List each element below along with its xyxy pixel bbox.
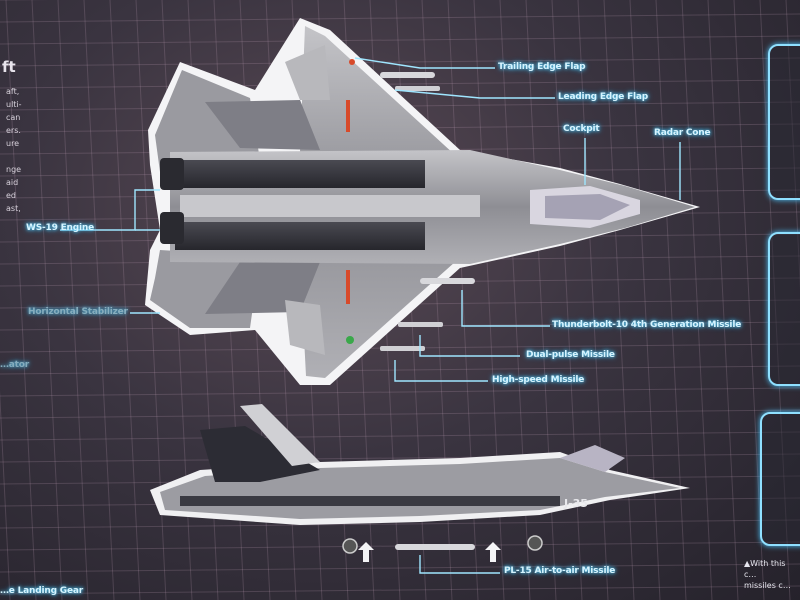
leader-thunderbolt xyxy=(461,290,550,327)
side-view-jet xyxy=(150,404,690,562)
grid-line xyxy=(0,431,800,441)
grid-line xyxy=(0,35,800,45)
nose-landing-gear xyxy=(527,535,543,551)
grid-line xyxy=(0,409,800,419)
trailing-edge-flap-lower xyxy=(285,300,325,355)
red-marking-upper xyxy=(346,100,350,132)
missile-upper-2 xyxy=(395,86,440,91)
green-light xyxy=(346,336,354,344)
missile-lower-3 xyxy=(380,346,425,351)
leader-trailing-edge xyxy=(354,57,495,69)
missile-lower-2 xyxy=(398,322,443,327)
grid-line xyxy=(0,79,800,89)
label-high-speed-missile: High-speed Missile xyxy=(492,375,585,385)
leader-engine-upper xyxy=(60,189,160,231)
grid-line xyxy=(0,389,11,600)
label-landing-gear: …e Landing Gear xyxy=(0,586,83,596)
grid-line xyxy=(0,387,800,397)
right-panel-middle xyxy=(768,232,800,386)
grid-line xyxy=(5,0,37,600)
arrow-up-icon xyxy=(358,542,374,562)
right-note-line2: missiles c… xyxy=(744,581,791,590)
label-dual-pulse-missile: Dual-pulse Missile xyxy=(526,350,615,360)
engine-nozzle-upper xyxy=(160,158,184,190)
side-vertical-tail-rear xyxy=(240,404,320,466)
leader-high-speed xyxy=(394,360,488,382)
grid-line xyxy=(0,563,800,573)
grid-line xyxy=(83,0,115,600)
left-paragraph-line: aid xyxy=(6,178,19,187)
grid-line xyxy=(681,0,713,600)
grid-line xyxy=(655,0,687,600)
label-cockpit: Cockpit xyxy=(563,124,600,134)
left-paragraph-line: ulti- xyxy=(6,100,22,109)
red-light xyxy=(349,59,355,65)
engine-nozzle-lower xyxy=(160,212,184,244)
cockpit-glass xyxy=(545,194,630,220)
grid-line xyxy=(629,0,661,600)
label-horizontal-stabilizer: Horizontal Stabilizer xyxy=(28,307,128,317)
leader-pl15 xyxy=(419,555,500,574)
grid-line xyxy=(0,585,800,595)
grid-line xyxy=(0,57,800,67)
center-spine xyxy=(180,195,480,217)
left-paragraph-line: ers. xyxy=(6,126,21,135)
engine-bay-upper xyxy=(175,160,425,188)
right-panel-top xyxy=(768,44,800,200)
horizontal-stabilizer-upper xyxy=(155,70,260,172)
top-view-jet xyxy=(145,18,700,385)
pl15-missile-shape xyxy=(395,544,475,550)
label-engine: WS-19 Engine xyxy=(26,223,94,233)
red-marking-lower xyxy=(346,270,350,304)
grid-line xyxy=(733,0,765,600)
vertical-tail-upper xyxy=(205,100,320,150)
side-canopy xyxy=(560,445,625,472)
grid-line xyxy=(0,365,800,375)
missile-lower-1 xyxy=(420,278,475,284)
label-pl15-missile: PL-15 Air-to-air Missile xyxy=(504,566,616,576)
label-trailing-edge-flap: Trailing Edge Flap xyxy=(498,62,586,72)
right-panel-bottom xyxy=(760,412,800,546)
right-note-line1: ▲With this c… xyxy=(744,559,786,579)
side-marking: J-35 xyxy=(564,497,588,510)
left-paragraph-fragment: aft, ulti-can ers. ure nge aid ed ast, xyxy=(6,85,22,215)
grid-line xyxy=(0,13,800,23)
right-note: ▲With this c… missiles c… xyxy=(744,558,800,591)
trailing-edge-flap xyxy=(285,45,330,100)
left-paragraph-line: nge xyxy=(6,165,22,174)
grid-line xyxy=(109,0,141,600)
engine-bay-lower xyxy=(175,222,425,250)
grid-line xyxy=(57,0,89,600)
grid-line xyxy=(31,0,63,600)
label-left-partial: …ator xyxy=(0,360,29,370)
left-paragraph-line: aft, xyxy=(6,87,20,96)
grid-line xyxy=(0,453,800,463)
left-heading-fragment: ft xyxy=(2,58,16,76)
left-paragraph-line: ure xyxy=(6,139,20,148)
left-paragraph-line: ed xyxy=(6,191,16,200)
side-vertical-tail xyxy=(200,426,320,482)
callout-lines xyxy=(60,57,681,574)
arrow-up-icon xyxy=(485,542,501,562)
missile-upper-1 xyxy=(380,72,435,78)
main-landing-gear xyxy=(342,538,358,554)
label-radar-cone: Radar Cone xyxy=(654,128,711,138)
grid-line xyxy=(0,519,800,529)
grid-line xyxy=(707,0,739,600)
left-paragraph-line: can xyxy=(6,113,21,122)
left-paragraph-line: ast, xyxy=(6,204,21,213)
label-thunderbolt-missile: Thunderbolt-10 4th Generation Missile xyxy=(552,320,742,330)
grid-line xyxy=(603,0,635,600)
side-underside xyxy=(180,496,560,506)
leader-dual-pulse xyxy=(419,335,520,357)
label-leading-edge-flap: Leading Edge Flap xyxy=(558,92,649,102)
leader-leading-edge xyxy=(394,89,555,99)
